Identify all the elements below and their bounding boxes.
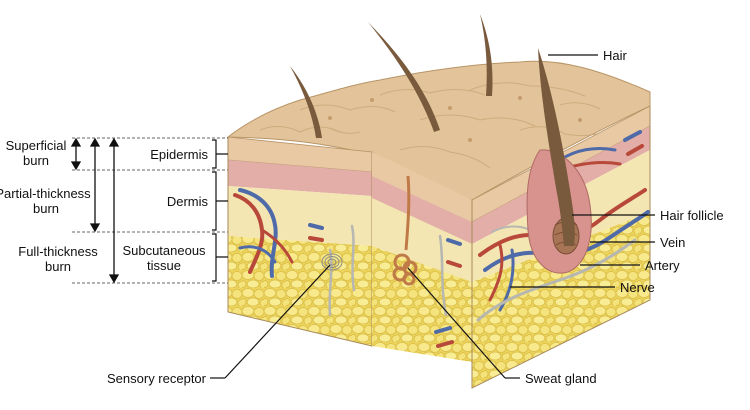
vein-label: Vein xyxy=(660,235,686,250)
nerve-label: Nerve xyxy=(620,280,655,295)
layer-brackets xyxy=(212,139,228,282)
artery-label: Artery xyxy=(645,258,680,273)
burn-depth-arrows xyxy=(70,137,120,284)
sweat-gland-icon xyxy=(392,175,418,286)
right-face-fat xyxy=(472,212,650,388)
hair-strands xyxy=(290,14,575,246)
callout-lines xyxy=(210,54,655,379)
sensory-receptor-label: Sensory receptor xyxy=(107,371,206,386)
sweat-gland-label: Sweat gland xyxy=(525,371,597,386)
hair-label: Hair xyxy=(603,48,627,63)
sensory-receptor-icon xyxy=(321,253,343,271)
hair-follicle-label: Hair follicle xyxy=(660,208,724,223)
left-face-dermis-band xyxy=(228,160,372,196)
epidermis-label: Epidermis xyxy=(150,147,208,162)
layer-guides xyxy=(72,137,228,284)
dermis-label: Dermis xyxy=(166,194,208,209)
